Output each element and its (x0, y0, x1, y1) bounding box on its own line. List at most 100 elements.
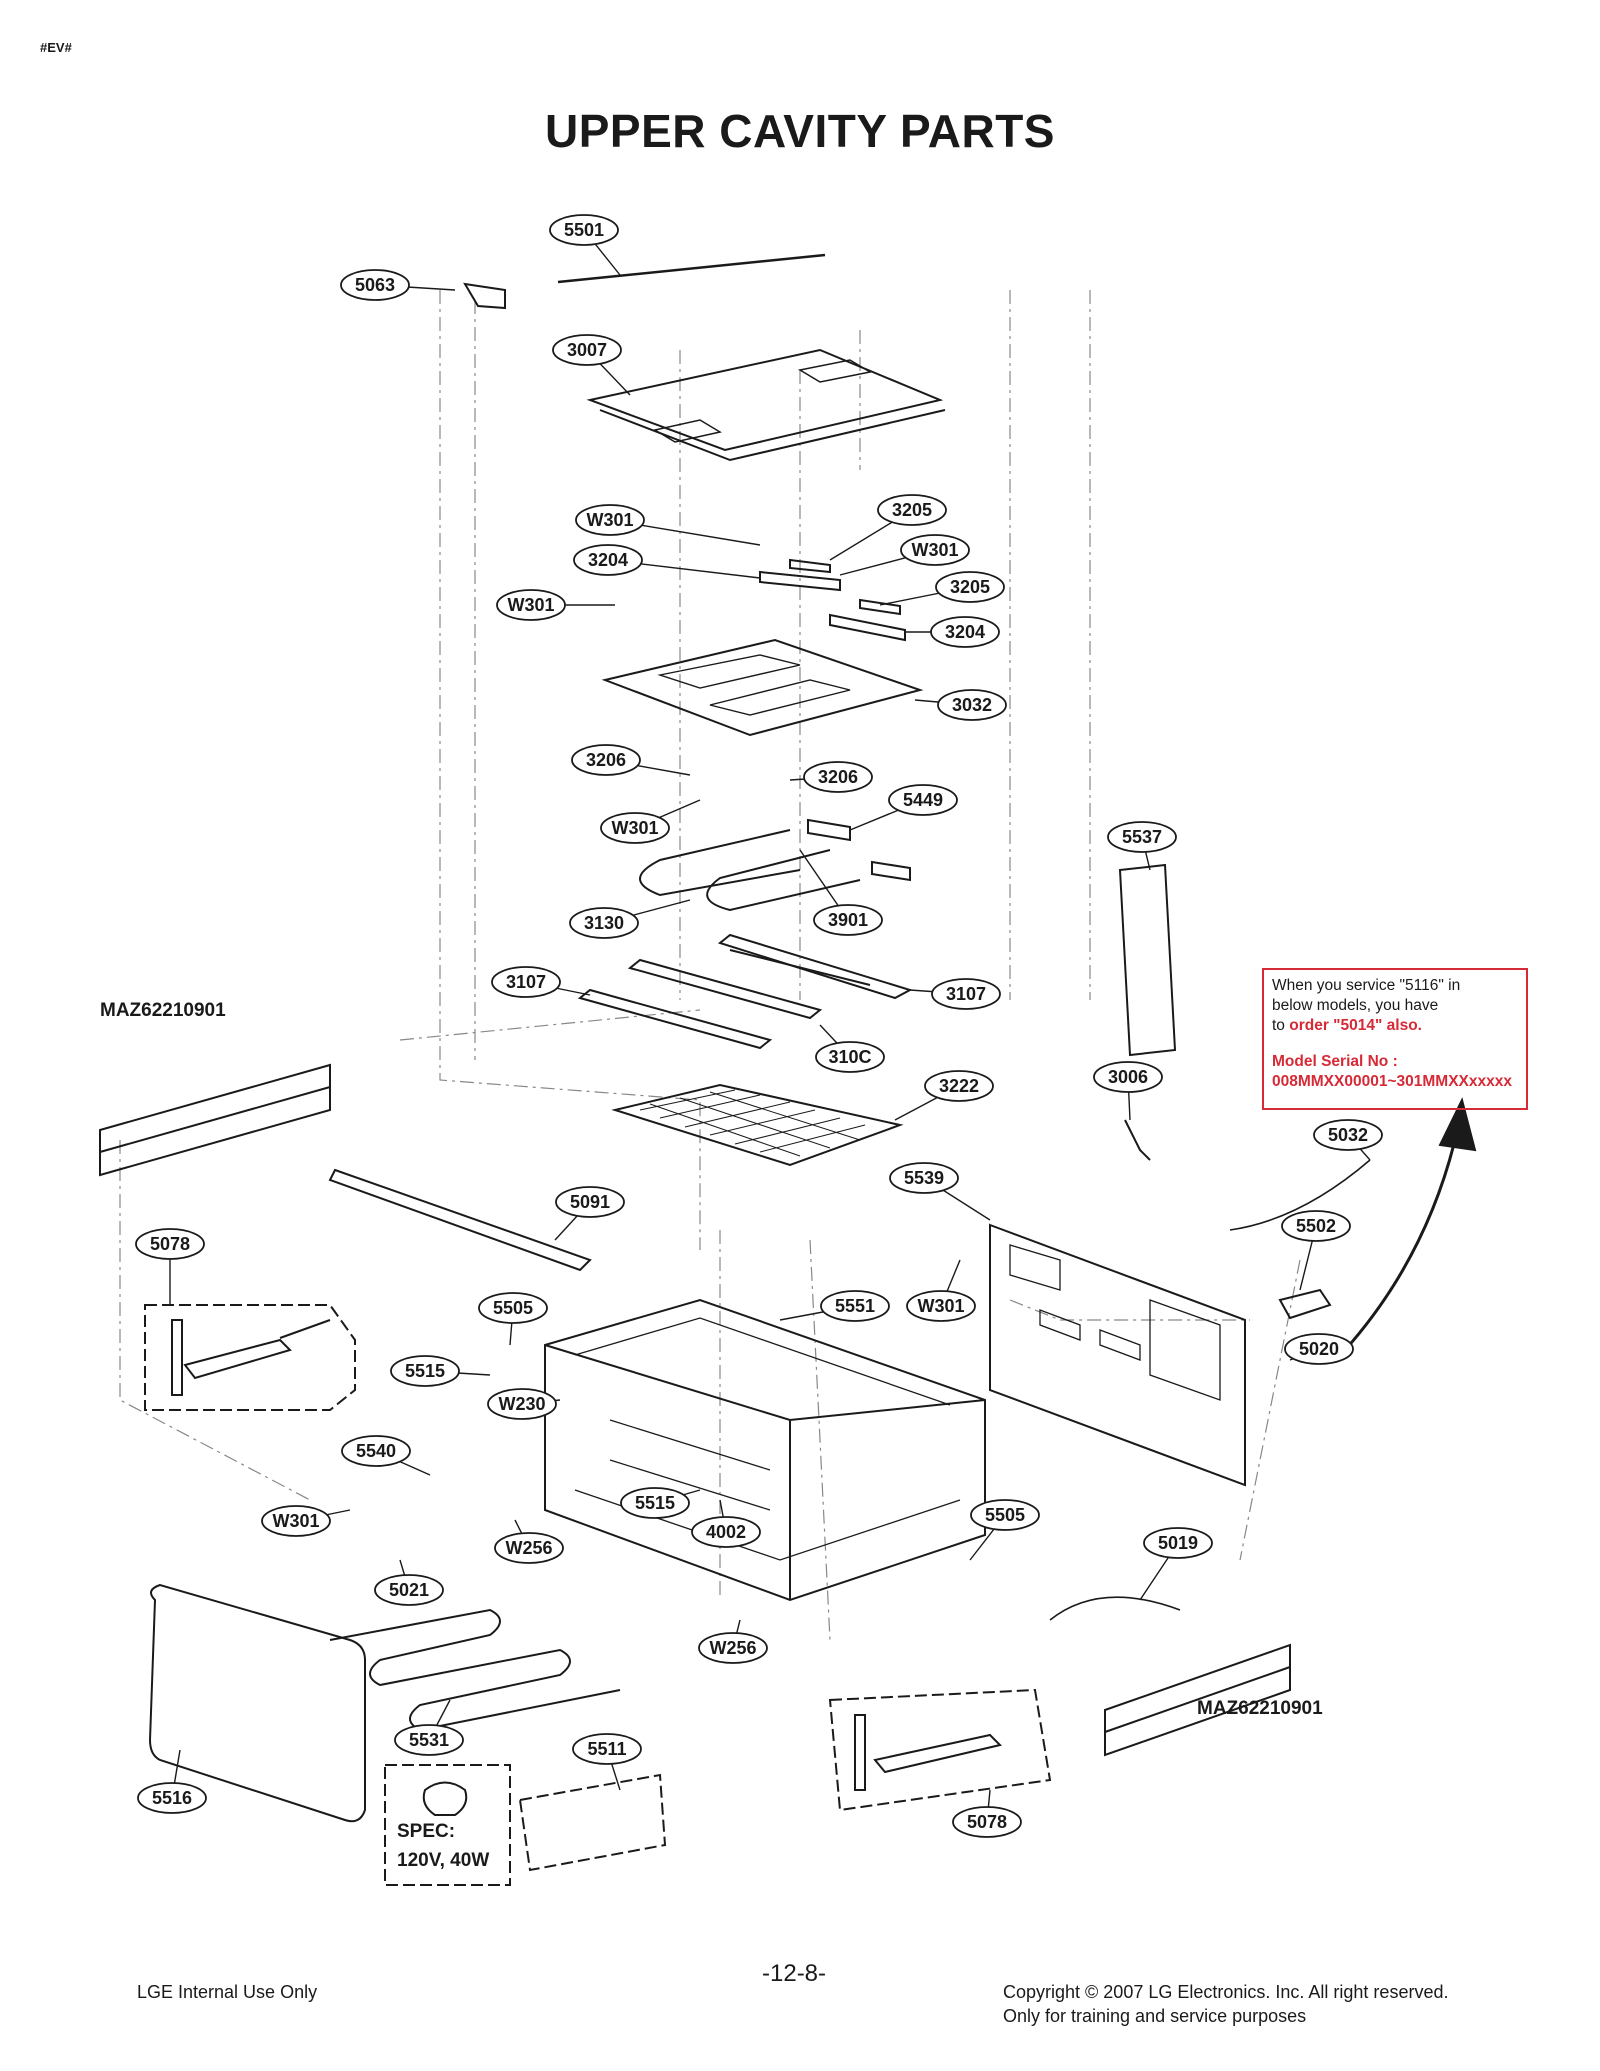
callout-5539: 5539 (889, 1162, 959, 1194)
callout-oval (600, 812, 670, 844)
callout-5540: 5540 (341, 1435, 411, 1467)
callout-oval (691, 1516, 761, 1548)
callout-label: 5516 (152, 1788, 192, 1808)
callout-label: 5078 (967, 1812, 1007, 1832)
callout-3204: 3204 (930, 616, 1000, 648)
callout-label: W256 (505, 1538, 552, 1558)
callout-label: W301 (586, 510, 633, 530)
part-5539-back-panel (989, 1223, 1246, 1487)
callout-label: 3032 (952, 695, 992, 715)
callout-label: 5032 (1328, 1125, 1368, 1145)
callout-4002: 4002 (691, 1516, 761, 1548)
callout-oval (620, 1487, 690, 1519)
callout-5502: 5502 (1281, 1210, 1351, 1242)
callout-5020: 5020 (1284, 1333, 1354, 1365)
callout-label: 310C (828, 1047, 871, 1067)
note-line: When you service "5116" in (1272, 977, 1461, 994)
callout-w301: W301 (575, 504, 645, 536)
callout-label: 5505 (493, 1298, 533, 1318)
callout-label: 5019 (1158, 1533, 1198, 1553)
callout-w301: W301 (900, 534, 970, 566)
callout-w230: W230 (487, 1388, 557, 1420)
part-5032-wire (1229, 1159, 1371, 1231)
note-emphasis: order "5014" also. (1289, 1017, 1422, 1034)
callout-label: 3206 (586, 750, 626, 770)
part-5531-bake-element (329, 1608, 621, 1732)
callout-oval (1093, 1061, 1163, 1093)
callout-oval (135, 1228, 205, 1260)
part-3222-rack (611, 1083, 904, 1167)
callout-label: 3901 (828, 910, 868, 930)
callout-5063: 5063 (340, 269, 410, 301)
note-arrow (1343, 1139, 1457, 1351)
callout-label: 5537 (1122, 827, 1162, 847)
part-5501-rod (557, 253, 826, 284)
callout-oval (573, 544, 643, 576)
callout-label: 5078 (150, 1234, 190, 1254)
callout-oval (813, 904, 883, 936)
callout-3032: 3032 (937, 689, 1007, 721)
part-3205-bracket (789, 558, 831, 574)
callout-label: 3006 (1108, 1067, 1148, 1087)
callout-oval (815, 1041, 885, 1073)
callout-oval (1284, 1333, 1354, 1365)
callout-5515: 5515 (620, 1487, 690, 1519)
callout-5515: 5515 (390, 1355, 460, 1387)
callout-3204: 3204 (573, 544, 643, 576)
callout-oval (931, 978, 1001, 1010)
callout-oval (390, 1355, 460, 1387)
note-line: below models, you have (1272, 997, 1439, 1014)
callout-oval (261, 1505, 331, 1537)
callout-label: W301 (611, 818, 658, 838)
part-5537-bracket (1118, 863, 1177, 1057)
callout-3205: 3205 (935, 571, 1005, 603)
callout-5505: 5505 (478, 1292, 548, 1324)
part-3006-spring (1124, 1119, 1151, 1161)
callout-w301: W301 (906, 1290, 976, 1322)
callout-oval (341, 1435, 411, 1467)
callout-w256: W256 (698, 1632, 768, 1664)
callout-oval (937, 689, 1007, 721)
document-tag: #EV# (40, 40, 72, 55)
callout-5091: 5091 (555, 1186, 625, 1218)
callout-5537: 5537 (1107, 821, 1177, 853)
callout-3901: 3901 (813, 904, 883, 936)
callout-w301: W301 (496, 589, 566, 621)
callout-label: 5539 (904, 1168, 944, 1188)
callout-label: W256 (709, 1638, 756, 1658)
callout-oval (935, 571, 1005, 603)
note-model-heading: Model Serial No : (1272, 1053, 1398, 1070)
part-310c-strip (627, 949, 871, 1020)
part-5502-switch (1278, 1288, 1332, 1320)
callout-w256: W256 (494, 1532, 564, 1564)
part-5063-bracket (463, 282, 506, 310)
callout-w301: W301 (261, 1505, 331, 1537)
footer-left: LGE Internal Use Only (137, 1982, 318, 2002)
callout-label: 5540 (356, 1441, 396, 1461)
part-maz62210901-slide-right (1104, 1643, 1291, 1757)
callout-label: 5505 (985, 1505, 1025, 1525)
callout-5019: 5019 (1143, 1527, 1213, 1559)
callout-oval (340, 269, 410, 301)
callout-label: 5020 (1299, 1339, 1339, 1359)
part-5078-hinge-left (144, 1304, 356, 1411)
callout-label: 3204 (588, 550, 628, 570)
page-number: -12-8- (762, 1960, 827, 1987)
callout-oval (555, 1186, 625, 1218)
callout-oval (571, 744, 641, 776)
callout-label: 3206 (818, 767, 858, 787)
callout-label: 5551 (835, 1296, 875, 1316)
callout-label: 5511 (587, 1739, 626, 1759)
callout-label: 5515 (635, 1493, 675, 1513)
callout-3130: 3130 (569, 907, 639, 939)
callout-label: 3205 (892, 500, 932, 520)
note-spacer (1272, 1036, 1518, 1052)
callout-5531: 5531 (394, 1724, 464, 1756)
callout-oval (952, 1806, 1022, 1838)
callout-oval (888, 784, 958, 816)
copyright-line: Copyright © 2007 LG Electronics. Inc. Al… (1003, 1982, 1449, 2002)
part-5078-hinge-right (828, 1688, 1052, 1812)
callout-label: 3205 (950, 577, 990, 597)
part-3204-bracket-right (829, 613, 906, 642)
callout-label: W301 (507, 595, 554, 615)
